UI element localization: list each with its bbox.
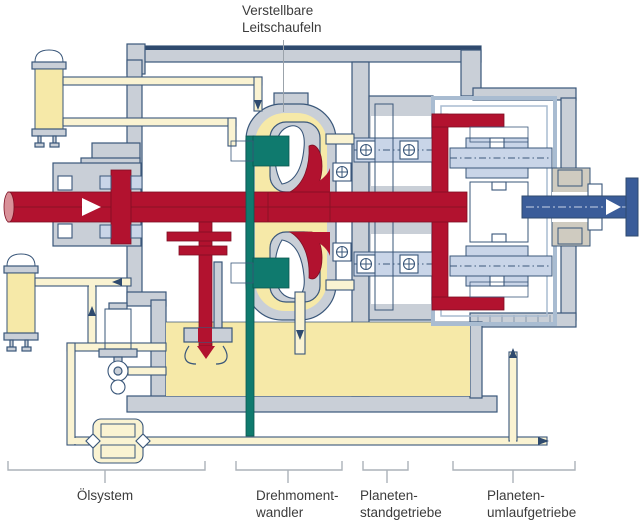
label-planetary-fixed: Planeten- standgetriebe — [360, 488, 442, 520]
oil-vessel-bottom — [3, 253, 39, 352]
output-bearing-upper — [557, 169, 583, 187]
ring-gear-rim-lower — [469, 281, 529, 298]
oil-pump — [98, 302, 138, 395]
bracket-oil-system — [7, 461, 206, 483]
output-assembly — [521, 167, 639, 247]
shaft-flange — [110, 169, 132, 245]
annotation-lines — [7, 40, 576, 483]
output-flange — [625, 177, 639, 237]
input-direction-arrow — [82, 198, 101, 216]
oil-flow-down-arrow — [197, 346, 215, 359]
label-oil-system: Ölsystem — [76, 488, 134, 503]
label-guide-vanes-line1: Verstellbare — [242, 3, 314, 18]
label-torque-converter: Drehmoment- wandler — [256, 488, 339, 520]
label-planetary-epicyclic: Planeten- umlaufgetriebe — [487, 488, 577, 520]
ring-gear-rim-upper — [469, 126, 529, 143]
heat-exchanger — [85, 418, 151, 464]
input-drive-train — [3, 113, 529, 365]
sun-gear — [469, 181, 529, 243]
oil-system — [3, 49, 548, 464]
bracket-planetary-epicyclic — [452, 461, 576, 483]
epicyclic-planetary-gear — [449, 137, 553, 287]
guide-vane-actuator — [230, 135, 290, 437]
oil-vessel-top — [31, 49, 67, 148]
flow-arrows — [82, 100, 549, 445]
bracket-planetary-fixed — [362, 461, 409, 483]
oil-pipes — [34, 76, 548, 446]
label-guide-vanes: Verstellbare Leitschaufeln — [242, 2, 322, 36]
label-guide-vanes-line2: Leitschaufeln — [242, 20, 322, 35]
output-bearing-lower — [557, 227, 583, 245]
output-direction-arrow — [606, 199, 621, 215]
converter-drain-pipe — [294, 291, 306, 355]
bracket-torque-converter — [235, 461, 343, 483]
